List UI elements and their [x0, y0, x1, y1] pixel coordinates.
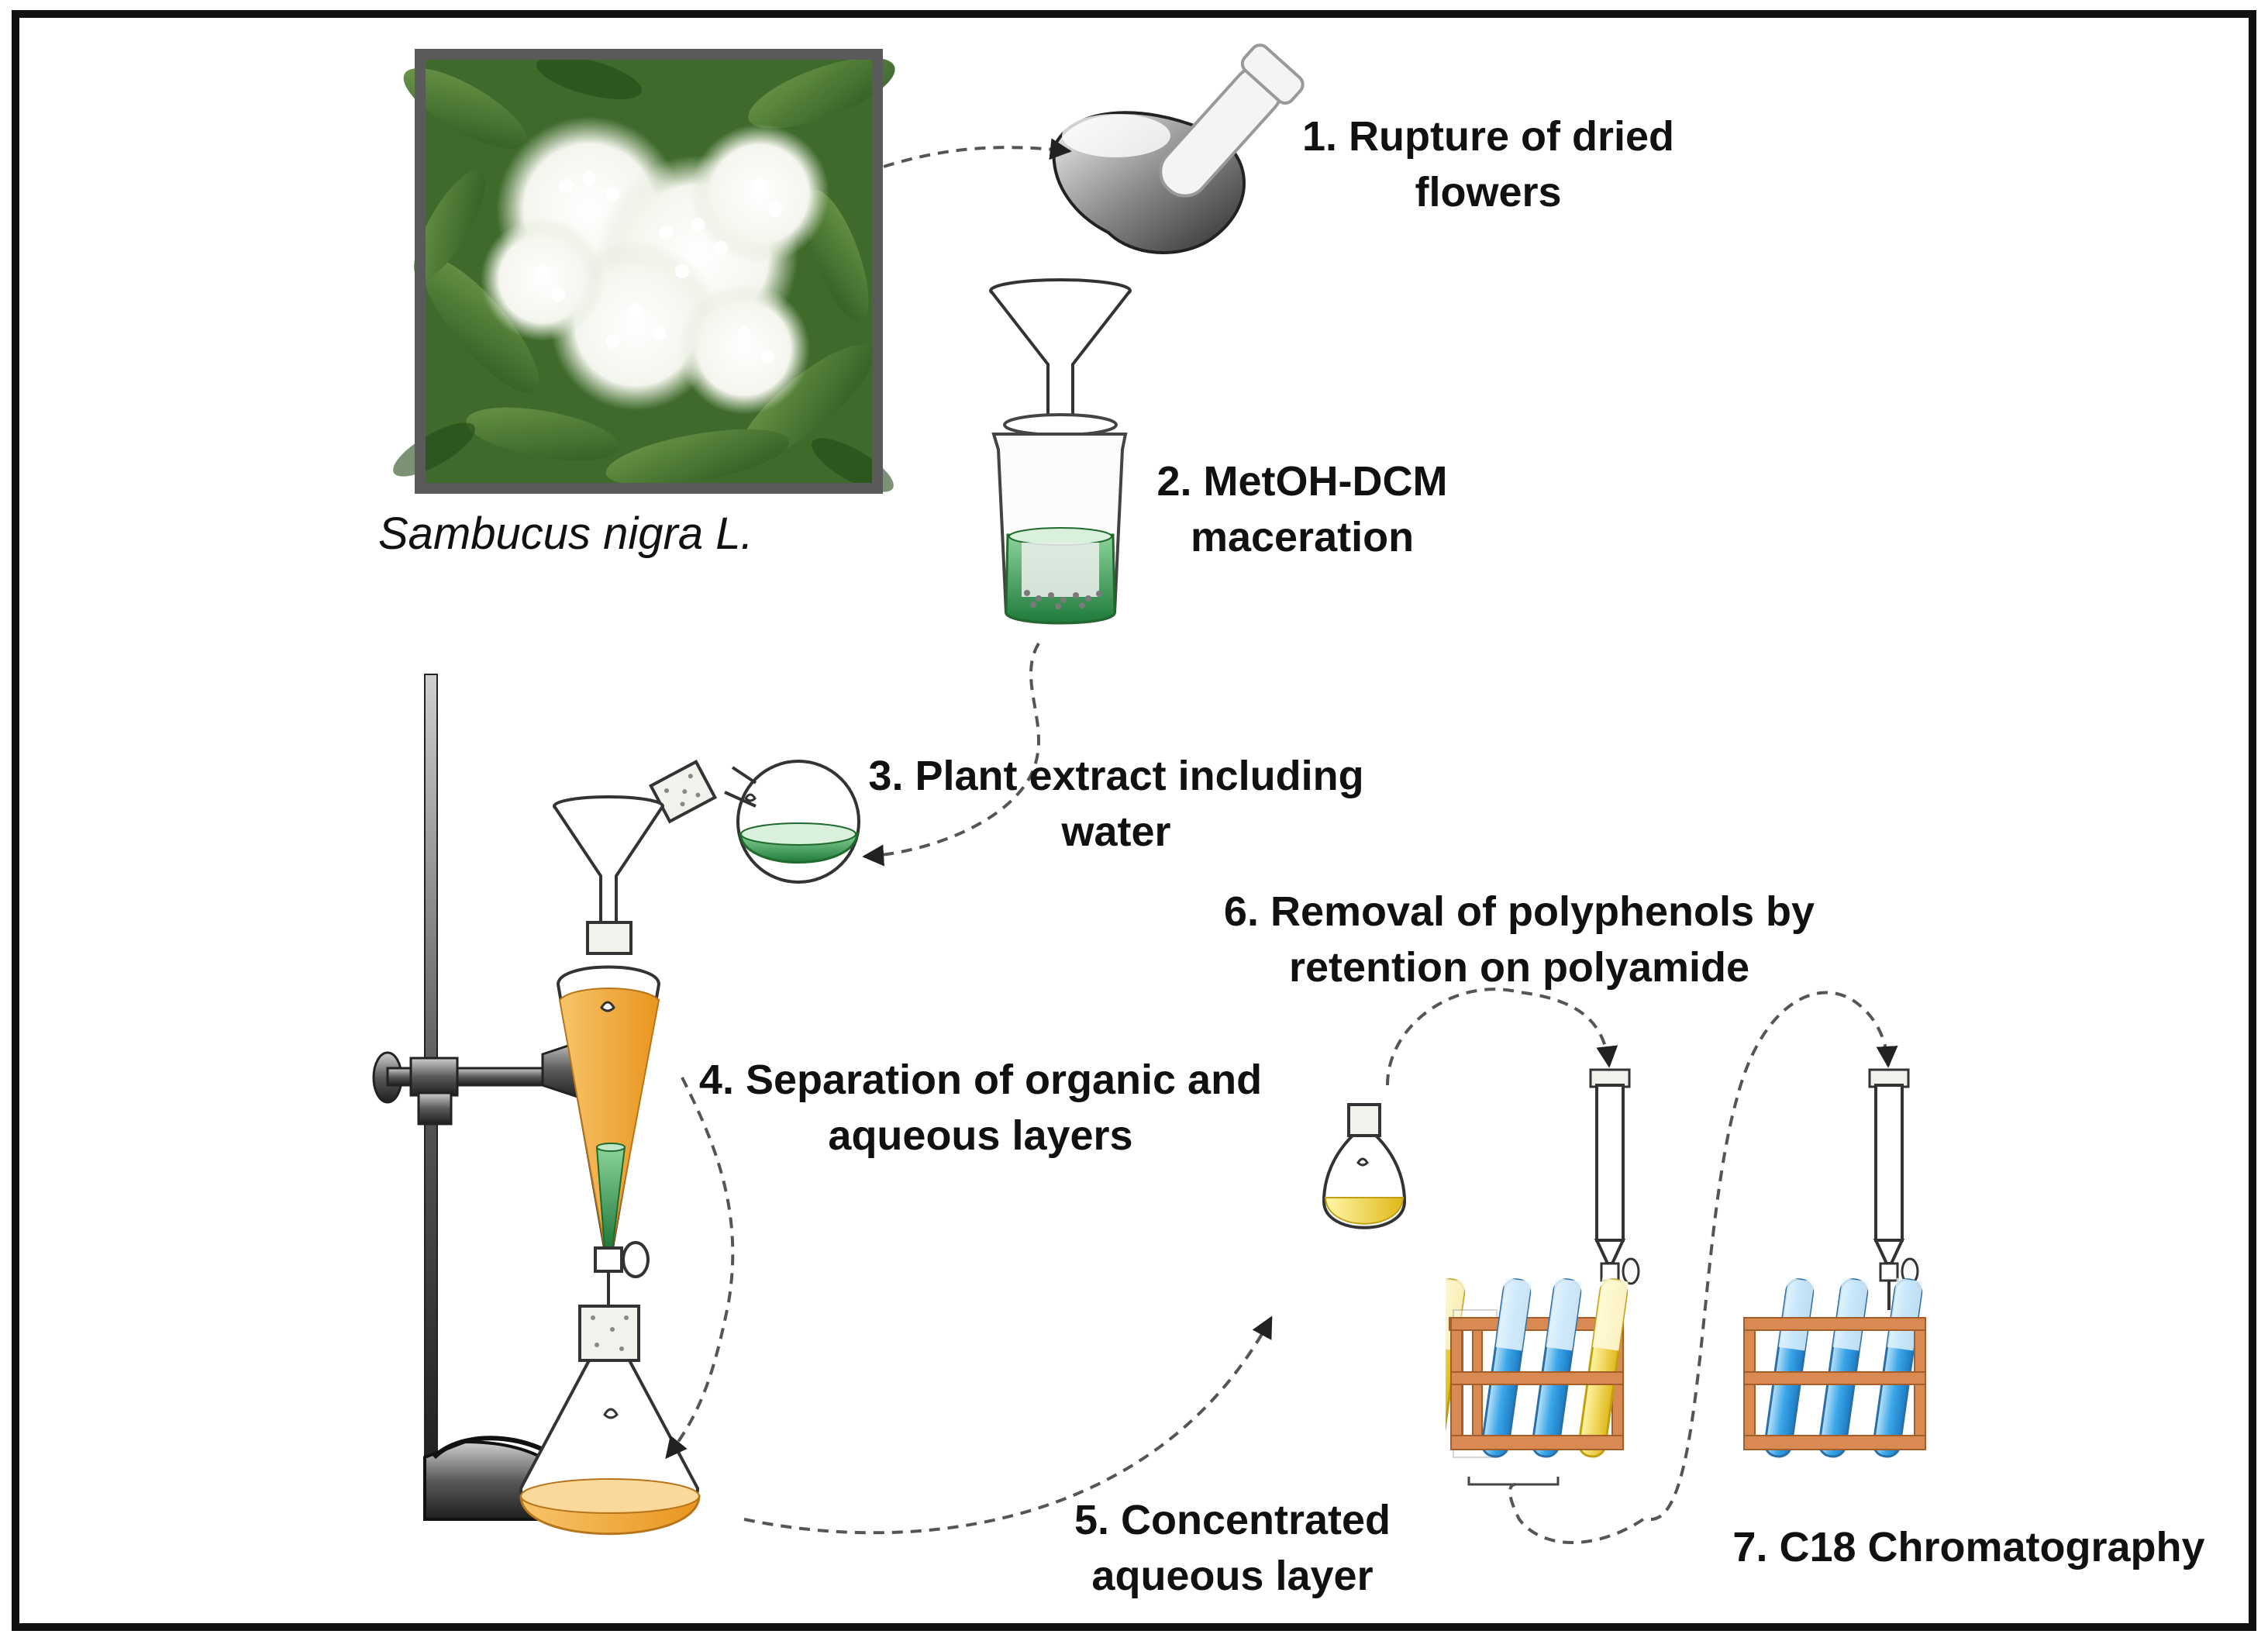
- step-4-line-2: aqueous layers: [828, 1112, 1133, 1159]
- step-6-line-2: retention on polyamide: [1288, 944, 1750, 991]
- figure-frame: [12, 10, 2256, 1631]
- step-2-line-2: maceration: [1190, 514, 1415, 560]
- c18-column: [1868, 1068, 1919, 1310]
- step-5-label: 5. Concentrated aqueous layer: [1039, 1492, 1426, 1604]
- receiving-flask: [519, 1305, 701, 1536]
- funnel: [989, 278, 1132, 420]
- step-2-label: 2. MetOH-DCM maceration: [1139, 453, 1465, 565]
- step-6-label: 6. Removal of polyphenols by retention o…: [1194, 884, 1845, 995]
- step-5-line-2: aqueous layer: [1091, 1553, 1374, 1599]
- step-6-line-1: 6. Removal of polyphenols by: [1223, 888, 1815, 935]
- separation-funnel-top: [553, 795, 664, 924]
- process-arrows: [665, 138, 1898, 1544]
- step-3-label: 3. Plant extract including water: [853, 748, 1380, 860]
- step-1-label: 1. Rupture of dried flowers: [1279, 109, 1698, 220]
- separatory-funnel: [556, 921, 661, 1318]
- step-5-line-1: 5. Concentrated: [1074, 1497, 1391, 1543]
- mortar-and-pestle: [1052, 43, 1305, 254]
- yellow-flask: [1322, 1103, 1407, 1229]
- step-1-line-1: 1. Rupture of dried: [1301, 113, 1674, 160]
- step-2-line-1: 2. MetOH-DCM: [1156, 458, 1448, 505]
- species-label: Sambucus nigra L.: [378, 509, 753, 559]
- step-4-label: 4. Separation of organic and aqueous lay…: [686, 1052, 1275, 1164]
- step-3-line-1: 3. Plant extract including: [868, 753, 1364, 799]
- maceration-beaker: [991, 413, 1128, 625]
- step-1-line-2: flowers: [1415, 169, 1562, 215]
- step-7-line-1: 7. C18 Chromatography: [1732, 1524, 2205, 1570]
- rack-1-tubes: [1450, 1277, 1629, 1458]
- sambucus-photo: [393, 49, 895, 494]
- round-bottom-flask: [648, 760, 860, 884]
- step-7-label: 7. C18 Chromatography: [1705, 1519, 2232, 1575]
- step-4-line-1: 4. Separation of organic and: [698, 1057, 1263, 1103]
- test-tube-rack-c18: [1743, 1277, 1926, 1458]
- polyamide-column: [1589, 1068, 1640, 1310]
- blank-area: [1256, 1271, 1446, 1473]
- step-3-line-2: water: [1061, 808, 1171, 855]
